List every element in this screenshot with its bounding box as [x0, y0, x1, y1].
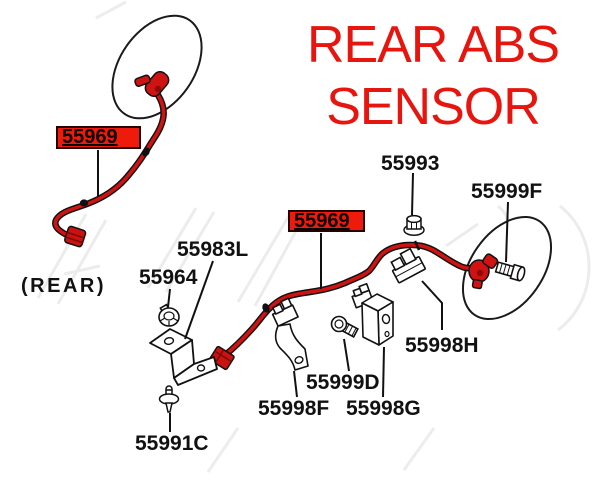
- cable-grommet: [262, 303, 270, 313]
- part-label-55998F: 55998F: [258, 397, 330, 420]
- part-nut-55993: [403, 214, 425, 236]
- pointer-55964: [167, 288, 171, 308]
- view-label-rear: (REAR): [21, 275, 106, 297]
- part-label-55998H: 55998H: [405, 334, 479, 357]
- part-bolt-55999F: [494, 261, 526, 282]
- pointer-55998H: [421, 280, 443, 330]
- pointer-55993: [411, 172, 414, 216]
- cable-tick: [413, 240, 421, 251]
- wheel-hub-left: [111, 14, 203, 120]
- part-label-55998G: 55998G: [346, 397, 421, 420]
- part-bracket-55998F: [271, 297, 309, 371]
- cable-grommet: [142, 147, 150, 157]
- part-bolt-55999D: [330, 315, 359, 338]
- title-line-2: SENSOR: [326, 78, 541, 136]
- harness-cable-main: [209, 240, 478, 371]
- abs-sensor-right: [468, 253, 499, 290]
- part-nut-55964: [158, 303, 180, 327]
- part-label-55991C: 55991C: [135, 432, 209, 455]
- cable-grommet: [79, 199, 89, 207]
- part-label-55993: 55993: [381, 152, 440, 175]
- part-clip-55998H: [390, 247, 426, 284]
- part-label-55983L: 55983L: [177, 238, 249, 261]
- watermark-pattern: [36, 0, 591, 473]
- part-label-55999F: 55999F: [471, 180, 543, 203]
- diagram-title: REAR ABS SENSOR: [304, 14, 562, 138]
- part-bracket-55983L: [149, 328, 218, 386]
- part-link-55969-left[interactable]: 55969: [56, 126, 141, 149]
- part-label-55964: 55964: [139, 266, 198, 289]
- pointer-lines: [97, 150, 509, 432]
- part-label-55999D: 55999D: [306, 371, 380, 394]
- harness-cable-left: [52, 91, 167, 248]
- pointer-55998F: [293, 370, 298, 398]
- part-link-55969-main[interactable]: 55969: [288, 210, 365, 232]
- connector-left: [63, 225, 87, 248]
- abs-sensor-left: [134, 71, 170, 97]
- pointer-55983L: [184, 260, 214, 340]
- part-pin-55991C: [158, 385, 180, 413]
- part-bracket-55998G: [351, 282, 394, 346]
- pointer-55999D: [343, 338, 350, 372]
- pointer-55999F: [505, 201, 509, 263]
- pointer-55998G: [382, 346, 385, 398]
- title-line-1: REAR ABS: [306, 16, 560, 74]
